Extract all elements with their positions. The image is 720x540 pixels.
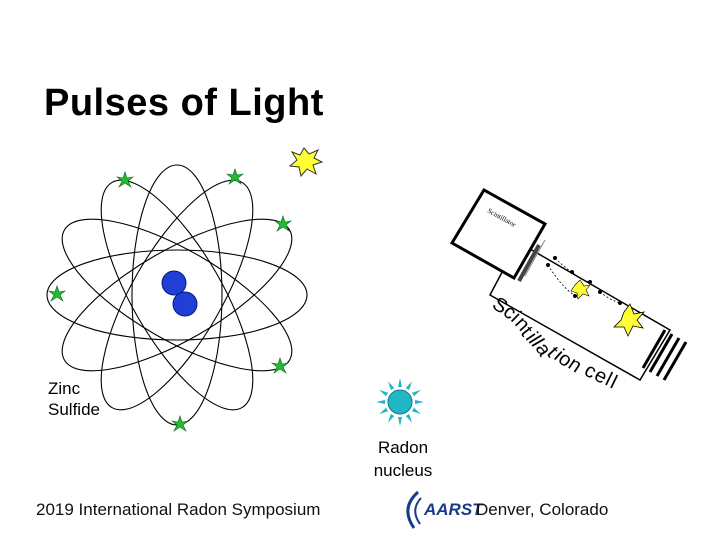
scintillation-cell-icon: Scintillator [449,187,688,382]
aarst-logo [406,490,422,529]
footer-location: Denver, Colorado [476,500,609,519]
zinc-label-line1: Zinc [48,379,81,398]
zinc-star-icon [225,168,245,185]
nucleus-particle [161,270,187,296]
zinc-star-icon [47,285,67,302]
orbit-ellipse [100,179,254,411]
flash-icon [288,147,324,178]
zinc-sulfide-label: Zinc Sulfide [48,378,100,420]
atom-diagram [46,164,308,426]
aarst-logo-text: AARST [424,500,483,519]
radon-nucleus-label: Radon nucleus [350,436,456,482]
cell-flash-icon [613,303,646,337]
radon-atom-icon [376,378,424,426]
zinc-star-icon [115,171,135,188]
cell-body [488,240,672,382]
scintillator-box [449,187,548,281]
pmt-lines [641,329,688,381]
orbit-ellipse [61,218,293,372]
footer-conference: 2019 International Radon Symposium [36,500,321,519]
window-plate [517,244,541,282]
radon-label-line2: nucleus [373,461,433,480]
orbit-ellipse [46,249,308,341]
zinc-star-icon [273,215,293,232]
orbit-ellipse [100,179,254,411]
cell-flash-icon [570,279,591,300]
zinc-label-line2: Sulfide [48,400,100,419]
nucleus-particle [172,291,198,317]
orbit-ellipse [61,218,293,372]
radon-label-line1: Radon [377,438,429,457]
nucleus [161,270,198,317]
zinc-stars [47,168,293,432]
slide-title: Pulses of Light [44,82,324,124]
zinc-star-icon [170,415,190,432]
zinc-star-icon [270,357,290,374]
